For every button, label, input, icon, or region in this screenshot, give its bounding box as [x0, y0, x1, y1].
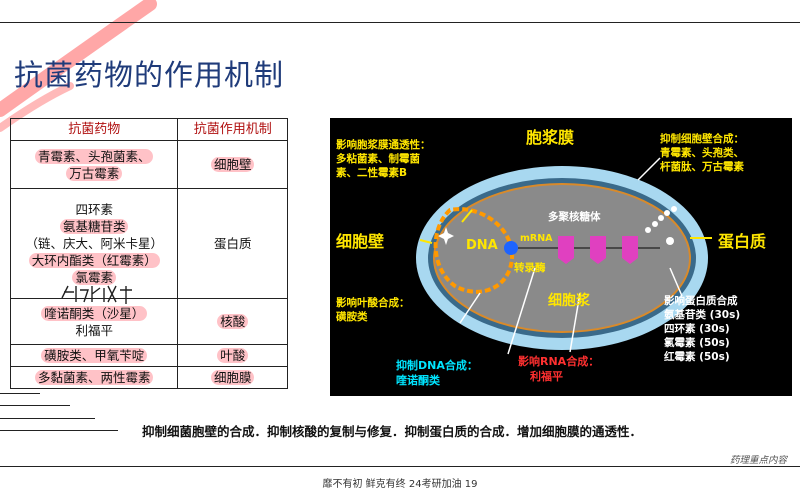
handwritten-scribble: [61, 285, 132, 304]
membrane-note: 影响胞浆膜通透性： 多粘菌素、制霉菌 素、二性霉素B: [336, 139, 431, 179]
ribosome: [622, 236, 638, 264]
mechanism-value: 细胞膜: [210, 370, 255, 385]
cytoplasm-label: 细胞浆: [548, 293, 590, 309]
drug-line: 多黏菌素、两性霉素: [34, 370, 154, 385]
protein-label: 蛋白质: [718, 232, 767, 251]
table-row: 青霉素、头孢菌素、 万古霉素 细胞壁: [9, 140, 288, 189]
mechanism-value: 核酸: [217, 314, 249, 329]
dna-label: DNA: [466, 238, 498, 253]
header-mechanism: 抗菌作用机制: [177, 118, 288, 141]
drug-line: 四环素: [75, 202, 113, 217]
drug-line: 利福平: [75, 322, 113, 338]
ribosome: [558, 236, 574, 264]
drug-cell: 喹诺酮类（沙星） 利福平: [9, 298, 179, 345]
footer: 靡不有初 鲜克有终 24考研加油 19: [322, 479, 478, 490]
wall-label: 细胞壁: [336, 232, 385, 251]
drug-cell: 多黏菌素、两性霉素: [9, 366, 179, 389]
transcriptase-dot: [504, 241, 518, 255]
drug-cell: 四环素 氨基糖苷类 （链、庆大、阿米卡星） 大环内酯类（红霉素） 氯霉素: [9, 188, 179, 299]
drug-cell: 青霉素、头孢菌素、 万古霉素: [9, 140, 179, 189]
table-row: 磺胺类、甲氧苄啶 叶酸: [9, 344, 288, 367]
dna-note: 抑制DNA合成： 喹诺酮类: [396, 359, 478, 387]
header-drug: 抗菌药物: [9, 118, 179, 141]
mechanism-value: 细胞壁: [210, 157, 255, 172]
mechanism-value: 叶酸: [217, 348, 249, 363]
summary-caption: 抑制细菌胞壁的合成．抑制核酸的复制与修复．抑制蛋白质的合成．增加细胞膜的通透性．: [142, 424, 643, 439]
side-note: 药理重点内容: [730, 455, 788, 466]
top-rule: [0, 22, 800, 23]
mechanism-cell: 蛋白质: [177, 188, 288, 299]
drug-line: 磺胺类、甲氧苄啶: [41, 348, 148, 363]
drug-line: 喹诺酮类（沙星）: [41, 305, 148, 321]
mrna-label: mRNA: [520, 233, 553, 244]
cell-illustration: [416, 157, 712, 355]
bottom-rule: [0, 466, 800, 467]
mechanism-cell: 叶酸: [177, 344, 288, 367]
spark-icon: [438, 227, 454, 245]
mechanism-value: 蛋白质: [213, 236, 252, 251]
dna-loop: [433, 207, 515, 294]
table-row: 多黏菌素、两性霉素 细胞膜: [9, 366, 288, 389]
rna-note: 影响RNA合成： 利福平: [518, 355, 600, 383]
drug-cell: 磺胺类、甲氧苄啶: [9, 344, 179, 367]
ribosome: [590, 236, 606, 264]
mechanism-cell: 细胞膜: [177, 366, 288, 389]
mechanism-table: 抗菌药物 抗菌作用机制 青霉素、头孢菌素、 万古霉素 细胞壁 四环素 氨基糖苷类…: [9, 118, 288, 389]
table-row: 喹诺酮类（沙星） 利福平 核酸: [9, 298, 288, 345]
wall-note: 抑制细胞壁合成： 青霉素、头孢类、 杆菌肽、万古霉素: [660, 133, 744, 173]
drug-line: 氨基糖苷类: [59, 219, 129, 234]
bacteria-diagram: 胞浆膜 细胞壁 细胞浆 蛋白质 DNA mRNA 转录酶 多聚核糖体 影响胞浆膜…: [330, 118, 792, 396]
mechanism-cell: 核酸: [177, 298, 288, 345]
table-header-row: 抗菌药物 抗菌作用机制: [9, 118, 288, 141]
page-title: 抗菌药物的作用机制: [14, 58, 285, 92]
table-row: 四环素 氨基糖苷类 （链、庆大、阿米卡星） 大环内酯类（红霉素） 氯霉素 蛋白质: [9, 188, 288, 299]
drug-line: （链、庆大、阿米卡星）: [25, 236, 163, 251]
mechanism-cell: 细胞壁: [177, 140, 288, 189]
drug-line: 青霉素、头孢菌素、: [34, 148, 154, 164]
protein-note: 影响蛋白质合成 氨基苷类 (30s) 四环素 (30s) 氯霉素 (50s) 红…: [664, 295, 741, 363]
drug-line: 大环内酯类（红霉素）: [28, 253, 160, 268]
folate-note: 影响叶酸合成： 磺胺类: [336, 297, 410, 323]
pen-annotation: [0, 0, 157, 132]
membrane-label: 胞浆膜: [526, 128, 575, 147]
enzyme-label: 转录酶: [514, 262, 546, 274]
drug-line: 氯霉素: [72, 270, 116, 285]
ribosome-label: 多聚核糖体: [548, 211, 601, 223]
drug-line: 万古霉素: [66, 165, 123, 181]
